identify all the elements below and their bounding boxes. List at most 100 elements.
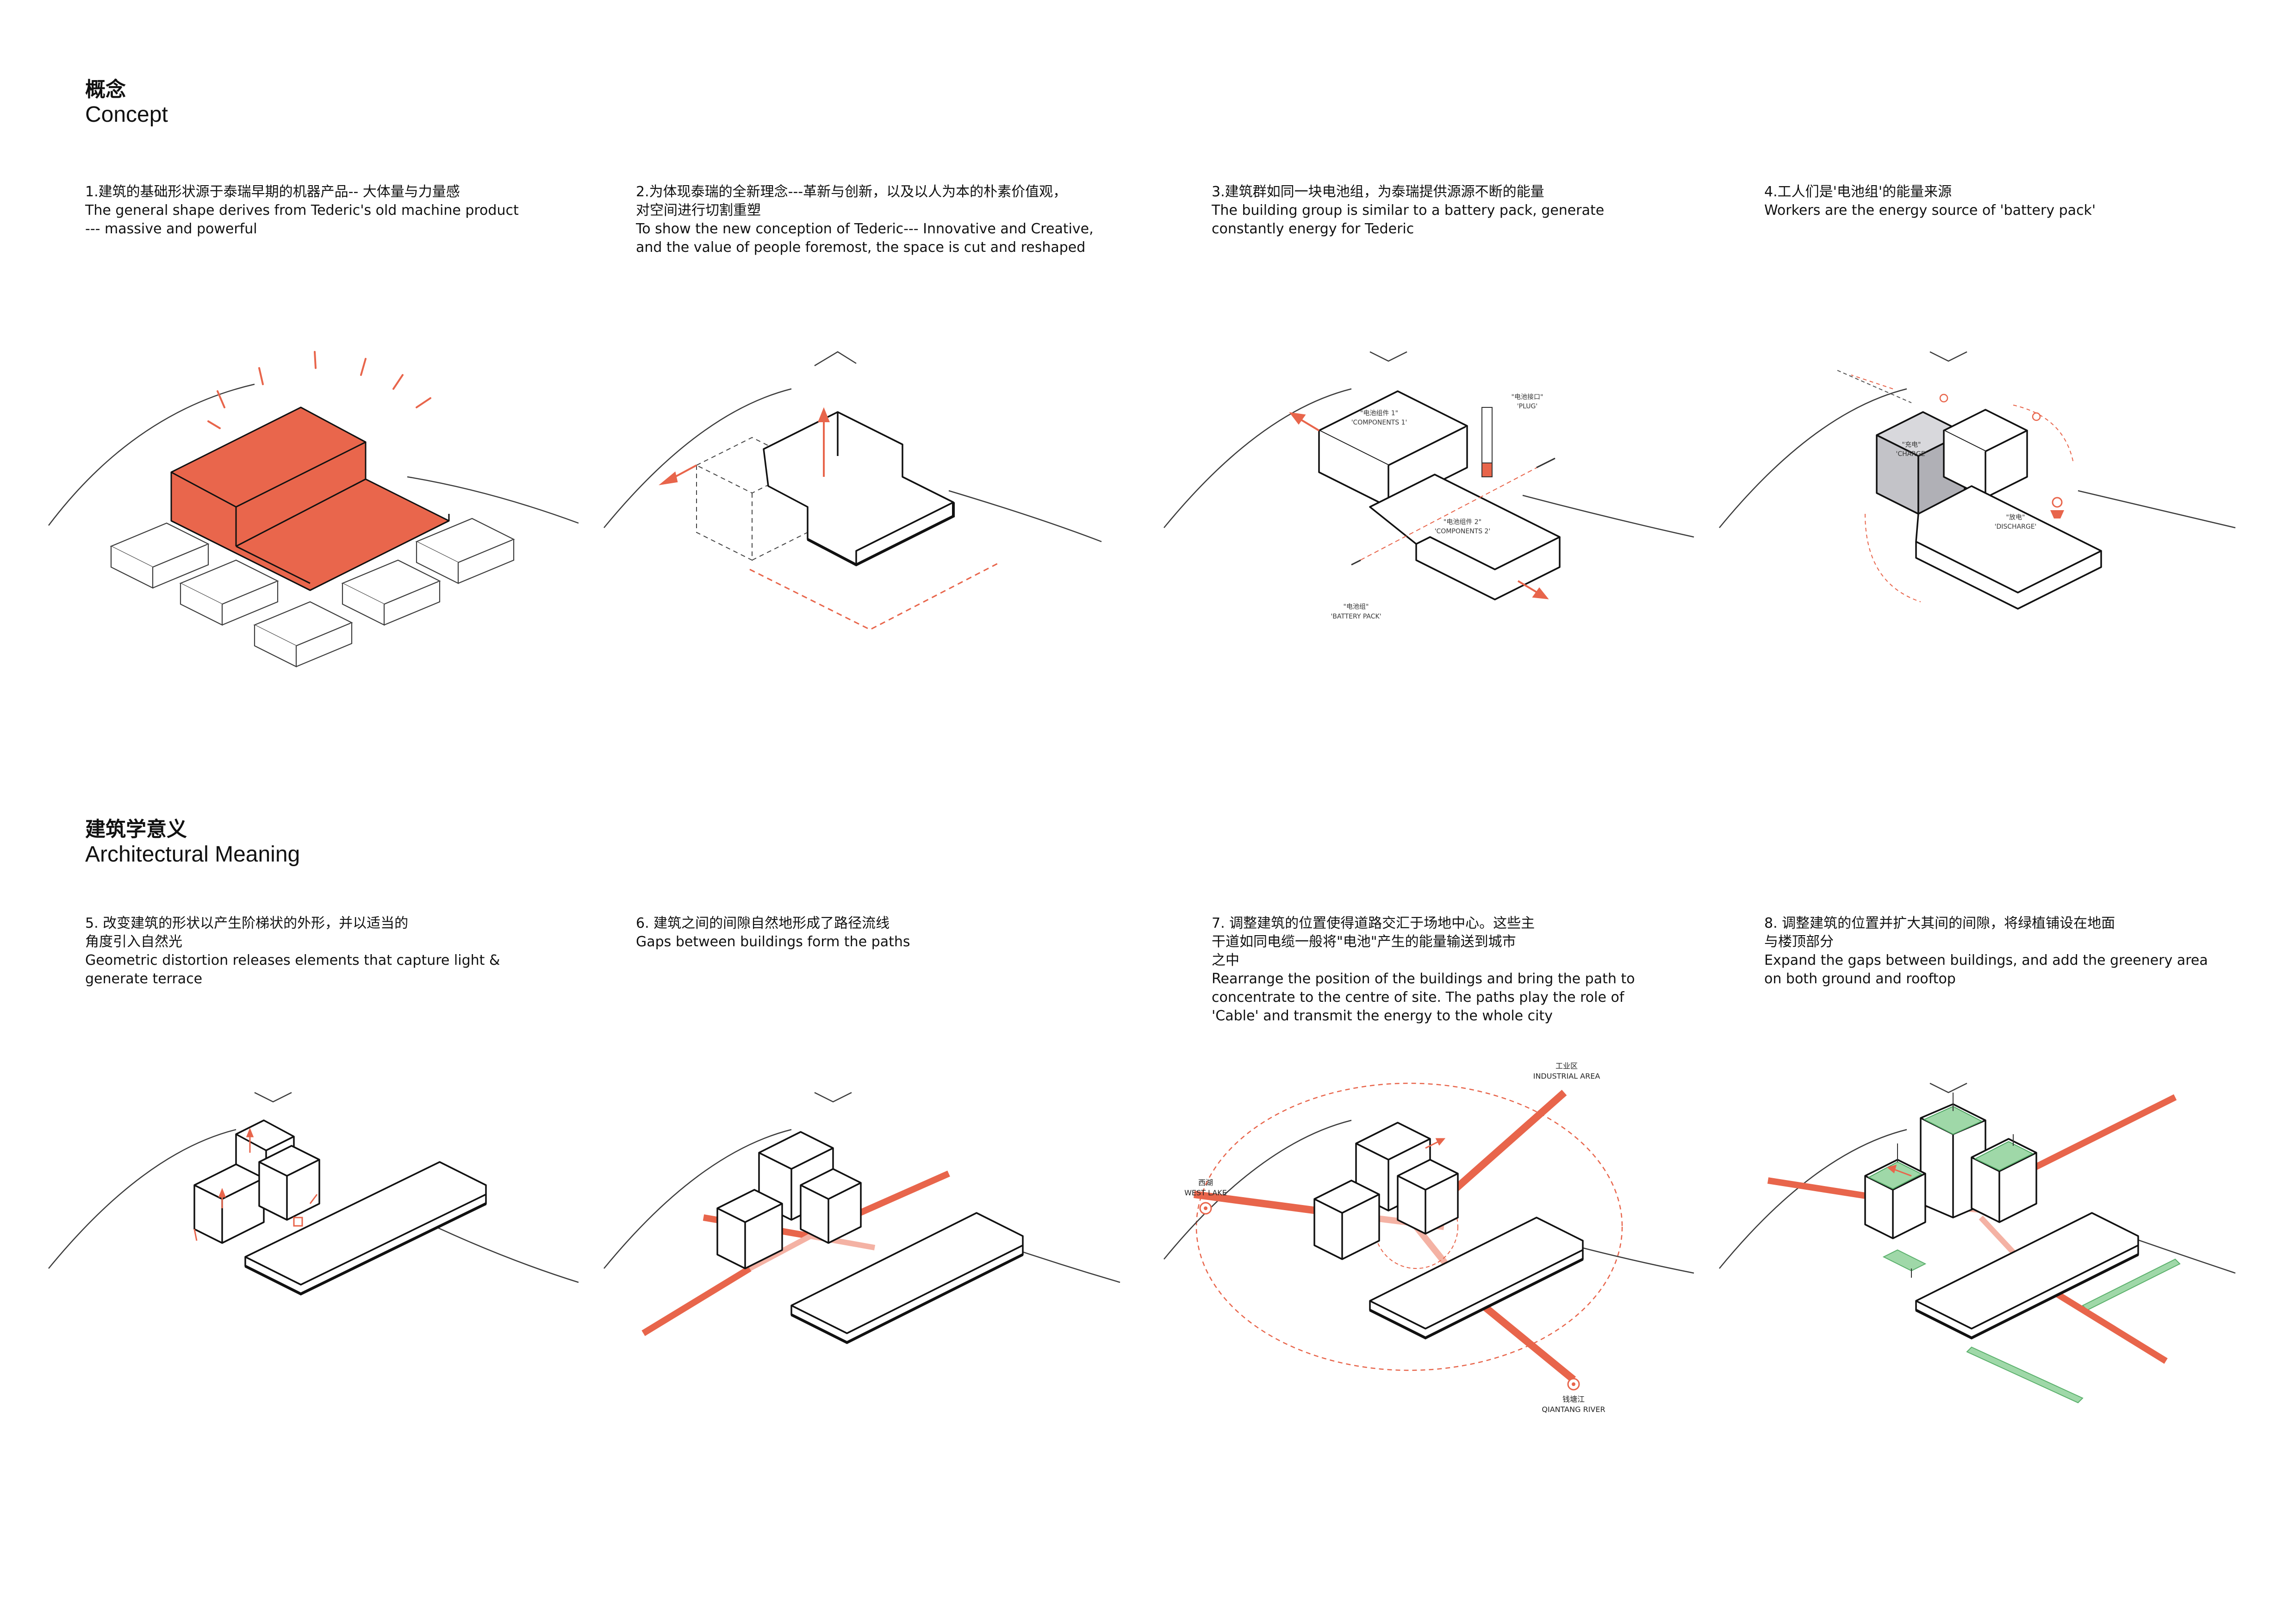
label-discharge-zh: "放电": [2006, 514, 2025, 521]
street-line: [2078, 490, 2236, 529]
scissor-icon: [1351, 559, 1361, 566]
cut-footprint: [749, 562, 1000, 631]
stepped-buildings: [193, 1119, 487, 1295]
caption-line: 与楼顶部分: [1764, 934, 1834, 950]
caption-line: Expand the gaps between buildings, and a…: [1764, 952, 2208, 968]
volume-edge: [170, 472, 450, 591]
street-line: [1929, 351, 1967, 362]
energy-flow: [1851, 375, 2074, 602]
label-discharge-en: 'DISCHARGE': [1995, 523, 2037, 531]
caption-line: --- massive and powerful: [85, 221, 257, 237]
caption-line: 之中: [1212, 952, 1239, 968]
diagram-1-svg: [48, 351, 579, 668]
street-line: [1719, 1129, 1907, 1269]
building-base-edge: [807, 502, 955, 567]
caption-2: 2.为体现泰瑞的全新理念---革新与创新，以及以人为本的朴素价值观， 对空间进行…: [636, 183, 1099, 257]
worker-icon: [1939, 394, 1948, 403]
base-edge: [1369, 1258, 1584, 1340]
label-charge-zh: "充电": [1902, 441, 1921, 449]
street-line: [948, 490, 1102, 543]
caption-line: Geometric distortion releases elements t…: [85, 952, 500, 968]
block: [341, 559, 441, 626]
cable-path: [1469, 1293, 1576, 1383]
caption-line: 1.建筑的基础形状源于泰瑞早期的机器产品-- 大体量与力量感: [85, 184, 460, 200]
caption-3: 3.建筑群如同一块电池组，为泰瑞提供源源不断的能量 The building g…: [1212, 183, 1674, 238]
section-title-zh: 概念: [85, 78, 126, 101]
buildings: [716, 1131, 1024, 1343]
label-pack-zh: "电池组": [1344, 603, 1369, 611]
caption-line: The general shape derives from Tederic's…: [85, 202, 519, 219]
caption-line: To show the new conception of Tederic---…: [636, 221, 1094, 237]
label-westlake-en: WEST LAKE: [1184, 1188, 1227, 1197]
caption-line: 干道如同电缆一般将"电池"产生的能量输送到城市: [1212, 934, 1516, 950]
diagram-4-workers-energy: "充电" 'CHARGE' "放电" 'DISCHARGE': [1712, 324, 2268, 787]
street-line: [814, 351, 857, 367]
caption-line: 3.建筑群如同一块电池组，为泰瑞提供源源不断的能量: [1212, 184, 1544, 200]
caption-line: and the value of people foremost, the sp…: [636, 239, 1086, 256]
caption-line: Rearrange the position of the buildings …: [1212, 971, 1635, 987]
base-edge: [1915, 1253, 2139, 1340]
diagram-3-svg: "电池组件 1" 'COMPONENTS 1' "电池接口" 'PLUG' "电…: [1164, 351, 1694, 620]
diagram-2-cut-reshape: [597, 324, 1152, 787]
component-2: [1369, 474, 1561, 600]
street-line: [425, 1221, 579, 1283]
marker-qiantang-icon: [1567, 1378, 1580, 1391]
street-line: [1522, 494, 1694, 538]
street-line: [814, 1092, 852, 1103]
block: [415, 518, 515, 584]
arrow-head: [659, 471, 678, 486]
cable-path: [1441, 1090, 1567, 1202]
arrow-head: [1532, 587, 1549, 600]
label-westlake-zh: 西湖: [1198, 1178, 1213, 1187]
caption-line: The building group is similar to a batte…: [1212, 202, 1605, 219]
label-components2-en: 'COMPONENTS 2': [1435, 528, 1491, 535]
cable-line: [1351, 462, 1546, 565]
street-lines: [604, 1092, 1120, 1283]
street-line: [1164, 1119, 1352, 1260]
block: [253, 601, 353, 668]
light-arrows: [193, 1127, 318, 1241]
base-edge: [790, 1253, 1024, 1344]
volume-edge: [236, 545, 311, 584]
volume-roof: [170, 406, 367, 508]
discharge-block: [1943, 409, 2028, 499]
block: [110, 522, 210, 589]
surrounding-blocks: [110, 518, 515, 668]
label-components1-zh: "电池组件 1": [1360, 410, 1398, 417]
caption-line: 对空间进行切割重塑: [636, 202, 761, 219]
greenery-arrows: [1897, 1093, 2014, 1278]
diagram-5-svg: [48, 1092, 579, 1296]
street-line: [1164, 388, 1352, 528]
battery-arrows: [1289, 412, 1549, 600]
diagram-4-svg: "充电" 'CHARGE' "放电" 'DISCHARGE': [1719, 351, 2236, 610]
scissor-icon: [1536, 457, 1556, 468]
cut-arrows: [659, 407, 830, 486]
caption-line: Gaps between buildings form the paths: [636, 934, 910, 950]
caption-5: 5. 改变建筑的形状以产生阶梯状的外形，并以适当的 角度引入自然光 Geomet…: [85, 914, 548, 988]
block: [179, 559, 279, 626]
caption-line: 5. 改变建筑的形状以产生阶梯状的外形，并以适当的: [85, 915, 409, 931]
diagram-2-svg: [604, 351, 1102, 631]
caption-line: 2.为体现泰瑞的全新理念---革新与创新，以及以人为本的朴素价值观，: [636, 184, 1067, 200]
main-volume: [170, 406, 450, 591]
label-qiantang-zh: 钱塘江: [1562, 1395, 1585, 1404]
street-line: [1719, 388, 1907, 528]
label-components1-en: 'COMPONENTS 1': [1351, 419, 1407, 426]
street-line: [254, 1092, 292, 1103]
plug-shape: [1481, 407, 1493, 468]
label-plug-zh: "电池接口": [1512, 393, 1543, 401]
component-1: [1318, 390, 1468, 508]
caption-line: on both ground and rooftop: [1764, 971, 1956, 987]
label-components2-zh: "电池组件 2": [1444, 518, 1481, 526]
diagram-8-svg: [1719, 1082, 2236, 1404]
street-lines: [604, 351, 1102, 543]
diagram-1-massive-volume: [42, 324, 597, 787]
caption-8: 8. 调整建筑的位置并扩大其间的间隙，将绿植铺设在地面 与楼顶部分 Expand…: [1764, 914, 2227, 988]
label-industrial-zh: 工业区: [1556, 1062, 1578, 1070]
section-title-concept: 概念 Concept: [85, 78, 168, 128]
plug-tip: [1481, 462, 1493, 477]
caption-line: 8. 调整建筑的位置并扩大其间的间隙，将绿植铺设在地面: [1764, 915, 2116, 931]
worker-icon: [2032, 412, 2041, 421]
caption-7: 7. 调整建筑的位置使得道路交汇于场地中心。这些主 干道如同电缆一般将"电池"产…: [1212, 914, 1674, 1025]
remaining-building: [763, 411, 954, 566]
